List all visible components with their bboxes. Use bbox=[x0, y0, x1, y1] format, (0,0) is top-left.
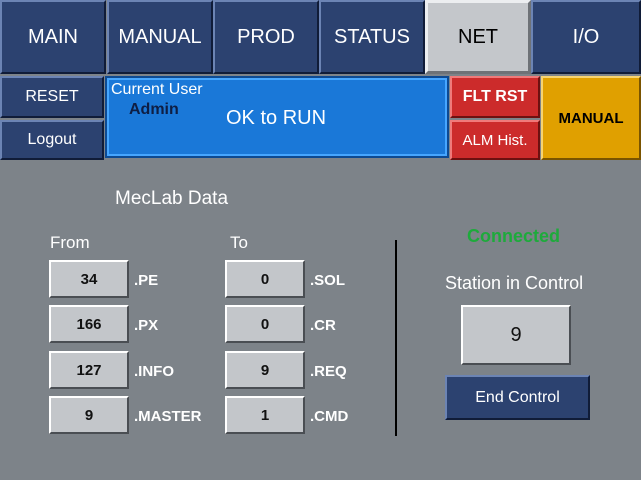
status-banner: Current User Admin OK to RUN bbox=[105, 76, 449, 158]
to-header: To bbox=[230, 233, 248, 252]
user-name: Admin bbox=[129, 101, 179, 118]
from-px-tag: .PX bbox=[134, 317, 159, 334]
station-in-control-label: Station in Control bbox=[445, 273, 584, 293]
tab-main[interactable]: MAIN bbox=[0, 0, 106, 74]
tab-status[interactable]: STATUS bbox=[319, 0, 425, 74]
from-info-tag: .INFO bbox=[134, 363, 174, 380]
to-cmd-tag: .CMD bbox=[310, 408, 349, 425]
to-req-tag: .REQ bbox=[310, 363, 347, 380]
run-status-text: OK to RUN bbox=[226, 107, 327, 129]
tab-io[interactable]: I/O bbox=[531, 0, 641, 74]
from-master-value: 9 bbox=[49, 396, 129, 434]
from-master-tag: .MASTER bbox=[134, 408, 202, 425]
alarm-history-button[interactable]: ALM Hist. bbox=[450, 120, 540, 160]
logout-button[interactable]: Logout bbox=[0, 120, 104, 160]
tab-manual[interactable]: MANUAL bbox=[107, 0, 213, 74]
to-req-value: 9 bbox=[225, 351, 305, 389]
to-cr-tag: .CR bbox=[310, 317, 336, 334]
tab-prod[interactable]: PROD bbox=[213, 0, 319, 74]
fault-reset-button[interactable]: FLT RST bbox=[450, 76, 540, 118]
from-pe-tag: .PE bbox=[134, 272, 159, 289]
from-pe-value: 34 bbox=[49, 260, 129, 298]
current-user-label: Current User bbox=[111, 81, 203, 98]
connection-status: Connected bbox=[467, 226, 561, 246]
to-cmd-value: 1 bbox=[225, 396, 305, 434]
meclab-title: MecLab Data bbox=[115, 188, 229, 209]
to-sol-value: 0 bbox=[225, 260, 305, 298]
manual-mode-button[interactable]: MANUAL bbox=[541, 76, 641, 160]
tab-net[interactable]: NET bbox=[425, 0, 531, 74]
station-in-control-value: 9 bbox=[461, 305, 571, 365]
section-divider bbox=[395, 240, 397, 436]
from-px-value: 166 bbox=[49, 305, 129, 343]
reset-button[interactable]: RESET bbox=[0, 76, 104, 118]
to-sol-tag: .SOL bbox=[310, 272, 346, 289]
end-control-button[interactable]: End Control bbox=[445, 375, 590, 420]
from-header: From bbox=[50, 233, 90, 252]
from-info-value: 127 bbox=[49, 351, 129, 389]
to-cr-value: 0 bbox=[225, 305, 305, 343]
